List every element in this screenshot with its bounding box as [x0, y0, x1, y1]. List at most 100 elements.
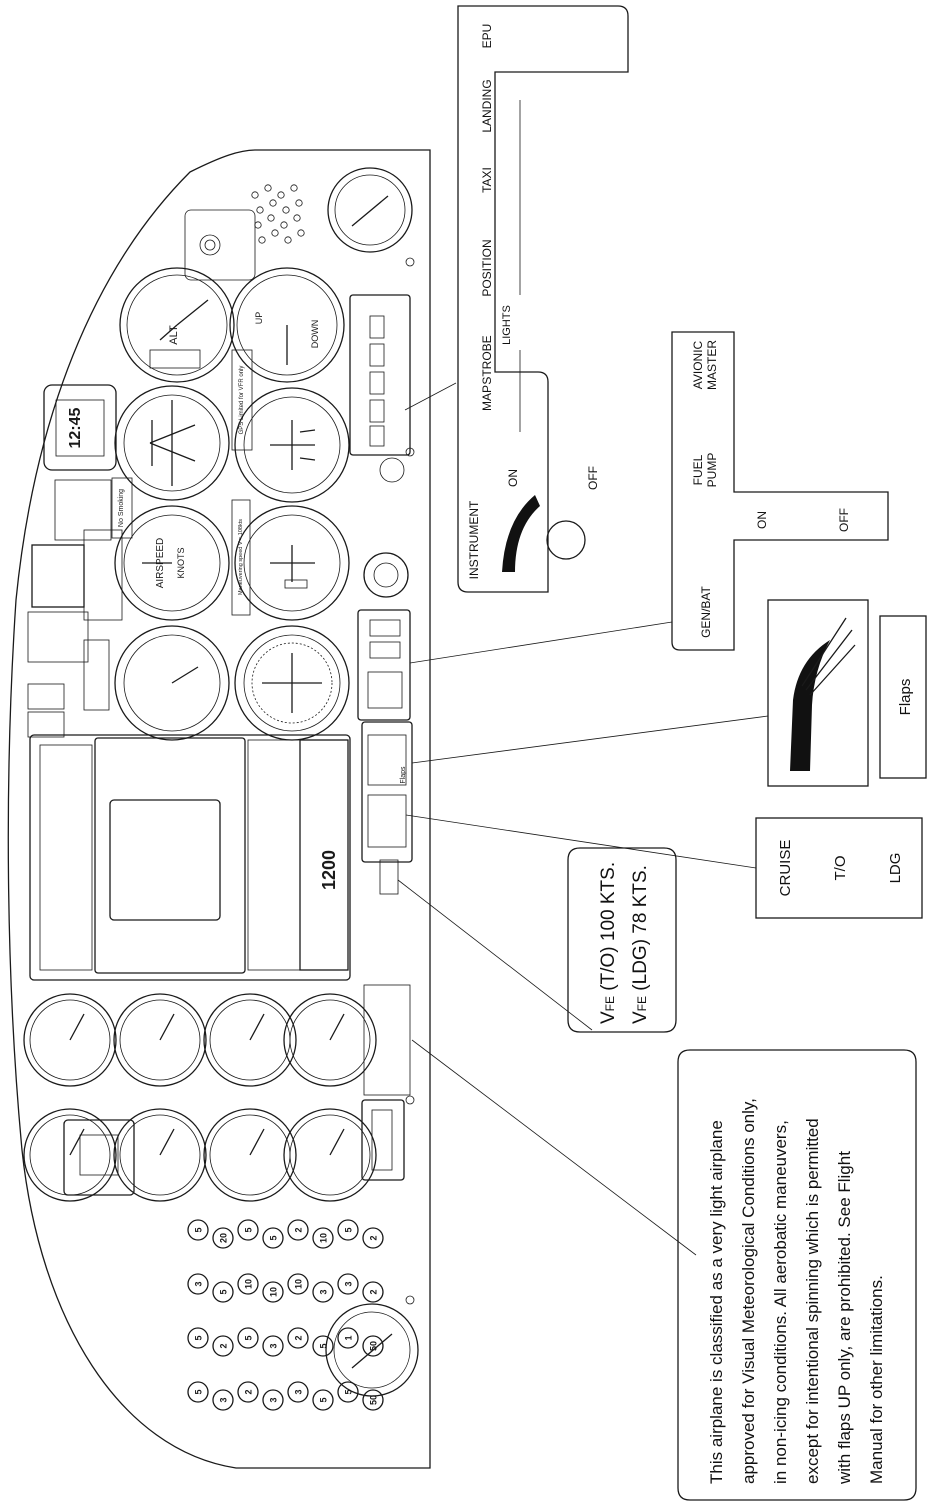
engine-gauge-4	[113, 1108, 207, 1202]
circuit-breaker-value: 5	[194, 1389, 204, 1394]
flaps-label: Flaps	[897, 679, 914, 716]
circuit-breaker-value: 1	[344, 1335, 354, 1340]
circuit-breaker-value: 2	[294, 1335, 304, 1340]
vfe-line-2: VFE (LDG) 78 KTS.	[630, 865, 651, 1024]
circuit-breaker: 2	[287, 1219, 309, 1241]
engine-gauges	[23, 993, 377, 1202]
light-switch-label-taxi: TAXI	[480, 167, 494, 193]
instrument-airspeed: AIRSPEED KNOTS	[114, 505, 230, 621]
circuit-breaker-value: 10	[319, 1233, 329, 1243]
light-switch-label-strobe: STROBE	[480, 335, 494, 384]
panel-clock: 12:45	[43, 384, 117, 471]
circuit-breaker-value: 2	[369, 1289, 379, 1294]
limitations-small-placard	[363, 984, 411, 1096]
circuit-breaker: 10	[287, 1273, 309, 1295]
instrument-vertical-speed: UP DOWN	[229, 267, 345, 383]
circuit-breaker: 5	[237, 1327, 259, 1349]
vfe-callout-frame	[567, 847, 677, 1033]
circuit-breaker: 5	[212, 1281, 234, 1303]
circuit-breaker: 3	[262, 1335, 284, 1357]
instrument-attitude	[114, 385, 230, 501]
light-switch-label-map: MAP	[480, 385, 494, 411]
circuit-breaker: 10	[262, 1281, 284, 1303]
flap-position-to: T/O	[832, 856, 849, 881]
circuit-breaker: 5	[312, 1335, 334, 1357]
left-placards: No Smoking GPS Limited for VFR only Mane…	[27, 349, 253, 738]
placard-text: This airplane is classified as a very li…	[707, 1098, 886, 1485]
circuit-breaker: 5	[187, 1381, 209, 1403]
avionic-label-line2: MASTER	[705, 340, 719, 390]
engine-gauge-3	[113, 993, 207, 1087]
knots-label: KNOTS	[176, 547, 186, 578]
vfe-line-1: VFE (T/O) 100 KTS.	[598, 862, 619, 1024]
clock-readout: 12:45	[67, 407, 84, 448]
placard-line-6: Manual for other limitations.	[867, 1275, 886, 1484]
speaker-grille	[251, 184, 305, 244]
circuit-breaker-value: 10	[244, 1279, 254, 1289]
hour-meter	[361, 1099, 405, 1181]
circuit-breaker: 3	[337, 1273, 359, 1295]
circuit-breaker: 1	[337, 1327, 359, 1349]
trim-knob-bottom	[325, 1303, 419, 1397]
circuit-breaker-value: 50	[369, 1395, 379, 1405]
circuit-breaker-value: 5	[244, 1227, 254, 1232]
circuit-breaker: 20	[212, 1227, 234, 1249]
circuit-breaker-value: 3	[294, 1389, 304, 1394]
vsi-up-label: UP	[254, 312, 264, 325]
circuit-breaker-value: 2	[294, 1227, 304, 1232]
circuit-breaker-value: 5	[219, 1289, 229, 1294]
avionics-stack: 1200	[29, 734, 351, 981]
circuit-breaker-value: 3	[269, 1343, 279, 1348]
flaps-switch-panel: Flaps	[361, 721, 413, 863]
circuit-breaker: 5	[237, 1219, 259, 1241]
flaps-graphic-box	[767, 599, 869, 787]
engine-gauge-6	[203, 1108, 297, 1202]
leader-lines	[397, 382, 769, 1256]
circuit-breaker-value: 10	[269, 1287, 279, 1297]
circuit-breaker: 3	[187, 1273, 209, 1295]
power-switch-panel	[357, 609, 411, 721]
circuit-breaker-value: 5	[344, 1227, 354, 1232]
lights-on-label: ON	[506, 469, 520, 487]
instrument-turn-coordinator	[234, 505, 350, 621]
circuit-breaker: 2	[362, 1281, 384, 1303]
lights-title: LIGHTS	[501, 305, 513, 345]
lights-callout-frame	[457, 5, 629, 593]
trim-knob-top	[327, 167, 413, 253]
circuit-breaker-value: 5	[269, 1235, 279, 1240]
instrument-altimeter: ALT	[119, 267, 235, 383]
circuit-breaker: 5	[337, 1381, 359, 1403]
circuit-breaker: 3	[287, 1381, 309, 1403]
circuit-breaker-value: 2	[219, 1343, 229, 1348]
circuit-breaker: 3	[212, 1389, 234, 1411]
vfe-small-placard	[379, 859, 399, 895]
circuit-breaker-value: 5	[194, 1335, 204, 1340]
engine-gauge-2	[23, 1108, 117, 1202]
circuit-breaker: 5	[312, 1389, 334, 1411]
dimmer-knob	[546, 520, 586, 560]
circuit-breaker: 5	[187, 1327, 209, 1349]
engine-gauge-1	[23, 993, 117, 1087]
circuit-breaker: 50	[362, 1389, 384, 1411]
placard-line-2: approved for Visual Meteorological Condi…	[739, 1098, 758, 1484]
vsi-down-label: DOWN	[310, 320, 320, 349]
ignition-key-switch	[363, 552, 409, 598]
dimmer-arc	[502, 495, 540, 572]
panel-outline	[7, 149, 431, 1469]
parking-brake-switch	[184, 209, 256, 281]
altimeter-label: ALT	[168, 325, 180, 345]
flap-wing-shape	[790, 640, 830, 771]
flaps-small-label: Flaps	[400, 766, 407, 784]
circuit-breaker-value: 3	[219, 1397, 229, 1402]
power-off-label: OFF	[837, 508, 851, 532]
gps-placard: GPS Limited for VFR only	[239, 366, 245, 435]
no-smoking-placard: No Smoking	[118, 489, 125, 527]
maneuvering-placard: Maneuvering speed V = 108kts	[238, 519, 244, 595]
flap-position-lines	[801, 617, 856, 696]
circuit-breaker: 5	[262, 1227, 284, 1249]
circuit-breaker: 3	[262, 1389, 284, 1411]
instrument-hsi	[234, 625, 350, 741]
